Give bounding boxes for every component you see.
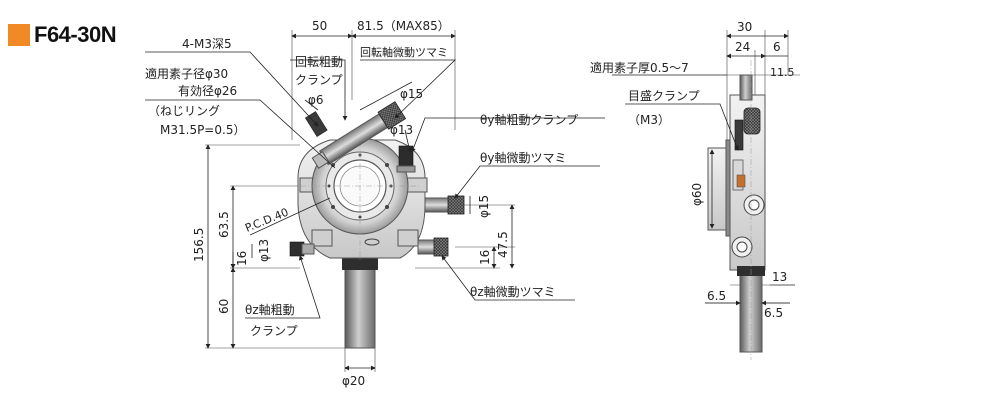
front-post xyxy=(342,257,378,349)
front-view: 50 81.5（MAX85） 4-M3深5 適用素子径φ30 有効径φ26 （ね… xyxy=(145,19,605,388)
label-phi13-left: φ13 xyxy=(257,239,271,262)
dim-13: 13 xyxy=(772,270,787,284)
front-leaders xyxy=(145,51,605,319)
dim-60: 60 xyxy=(217,299,231,314)
figure-title: F64-30N xyxy=(8,22,117,48)
label-phi15-right: φ15 xyxy=(477,195,491,218)
dim-top-815: 81.5（MAX85） xyxy=(357,19,450,33)
dim-1565: 156.5 xyxy=(192,228,206,262)
dim-475: 47.5 xyxy=(496,231,510,258)
dim-16-right: 16 xyxy=(478,250,492,265)
dim-115: 11.5 xyxy=(770,66,795,79)
side-leaders xyxy=(625,103,739,151)
label-scale-clamp-m3: （M3） xyxy=(628,113,670,127)
tz-fine-knob xyxy=(417,237,449,257)
title-marker xyxy=(8,24,30,46)
label-ty-clamp: θy軸粗動クランプ xyxy=(480,113,578,127)
front-dimensions xyxy=(205,33,515,371)
label-ring-1: （ねじリング xyxy=(148,104,220,118)
side-labels: 30 24 6 適用素子厚0.5～7 11.5 目盛クランプ （M3） φ60 … xyxy=(590,20,795,320)
dim-65-right: 6.5 xyxy=(764,306,783,320)
side-dimensions xyxy=(612,30,795,306)
side-post xyxy=(737,60,765,360)
side-view: 30 24 6 適用素子厚0.5～7 11.5 目盛クランプ （M3） φ60 … xyxy=(590,20,800,360)
dim-24: 24 xyxy=(735,40,750,54)
label-ty-fine: θy軸微動ツマミ xyxy=(480,151,566,165)
dim-16-left: 16 xyxy=(235,251,249,266)
ty-fine-knob xyxy=(424,195,465,215)
label-pcd: P.C.D.40 xyxy=(243,206,290,235)
label-tz-fine: θz軸微動ツマミ xyxy=(470,285,556,299)
label-phi60: φ60 xyxy=(690,183,704,206)
label-ring-2: M31.5P=0.5） xyxy=(160,123,245,137)
label-element-diameter: 適用素子径φ30 xyxy=(145,66,228,81)
label-tz-clamp-2: クランプ xyxy=(250,324,298,338)
label-m3-holes: 4-M3深5 xyxy=(182,37,232,51)
front-extension-lines xyxy=(205,30,515,372)
front-labels: 50 81.5（MAX85） 4-M3深5 適用素子径φ30 有効径φ26 （ね… xyxy=(145,19,578,388)
label-rotation-fine: 回転軸微動ツマミ xyxy=(360,45,448,59)
dim-65-left: 6.5 xyxy=(707,289,726,303)
dim-6: 6 xyxy=(773,40,781,54)
label-phi20: φ20 xyxy=(342,374,365,388)
label-phi15-top: φ15 xyxy=(400,87,423,101)
label-tz-clamp-1: θz軸粗動 xyxy=(245,303,295,317)
label-phi6: φ6 xyxy=(308,93,324,107)
tz-coarse-clamp xyxy=(289,241,315,257)
ty-coarse-clamp xyxy=(396,145,416,173)
label-element-thickness: 適用素子厚0.5～7 xyxy=(590,60,689,75)
label-effective-diameter: 有効径φ26 xyxy=(178,83,237,98)
optic-mount-ring xyxy=(300,130,420,260)
label-rotation-clamp-1: 回転粗動 xyxy=(295,55,343,69)
dim-635: 63.5 xyxy=(217,211,231,238)
model-name: F64-30N xyxy=(34,22,117,47)
label-rotation-clamp-2: クランプ xyxy=(295,73,343,87)
side-body xyxy=(729,74,766,271)
dim-30: 30 xyxy=(737,20,752,34)
label-scale-clamp: 目盛クランプ xyxy=(628,88,700,103)
label-phi13-top: φ13 xyxy=(390,123,413,137)
dim-top-50: 50 xyxy=(312,19,327,33)
